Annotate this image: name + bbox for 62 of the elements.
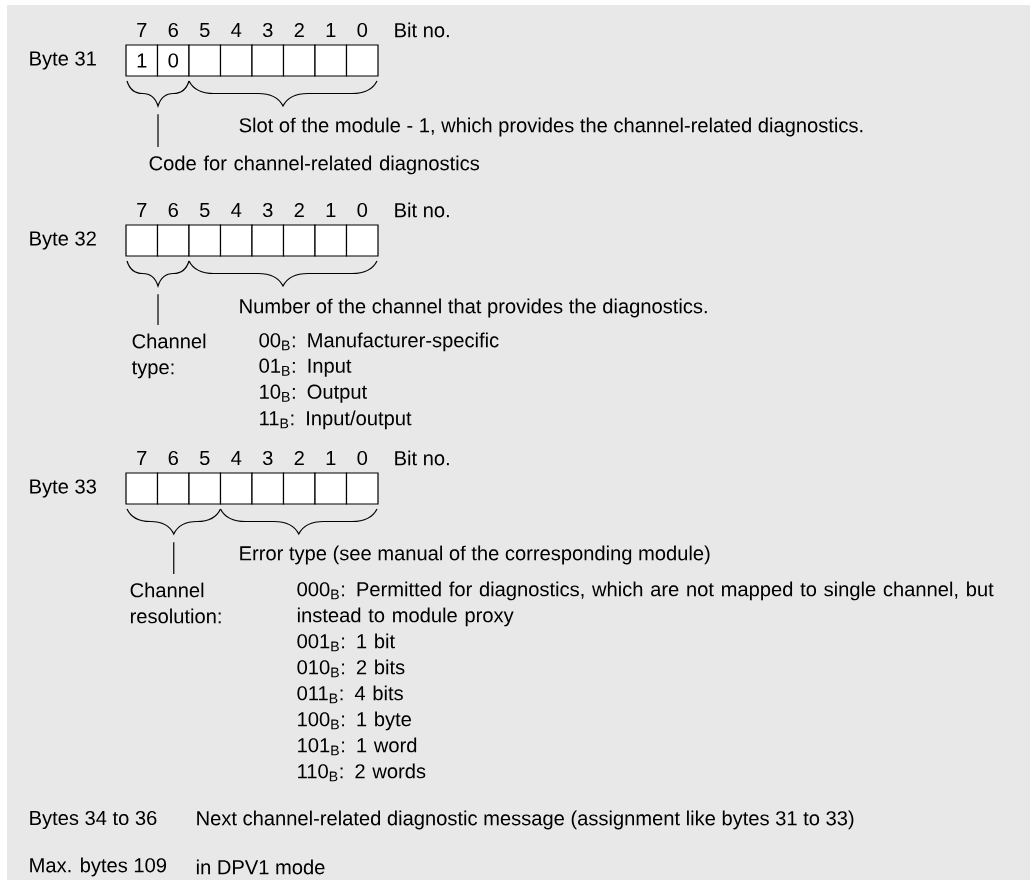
bit-number: 3 xyxy=(262,22,273,38)
bit-number: 6 xyxy=(168,22,178,38)
bit-number-caption: Bit no. xyxy=(395,22,449,38)
bit-number: 1 xyxy=(326,451,336,465)
bit-number: 3 xyxy=(262,202,273,218)
bit-number: 0 xyxy=(357,450,368,466)
leader-line xyxy=(157,293,159,326)
bit-number: 1 xyxy=(326,23,336,37)
bit-number: 0 xyxy=(357,22,368,38)
bit-number: 5 xyxy=(199,22,210,37)
bit-number: 2 xyxy=(294,23,304,38)
leader-line xyxy=(157,113,159,148)
bit-number: 7 xyxy=(137,451,147,465)
leader-line xyxy=(173,541,175,575)
field-description: Number of the channel that provides the diagnostics. xyxy=(240,298,707,318)
code-list-item: 00$_{B}$: Manufacturer-specific xyxy=(259,332,499,352)
byte-label: Byte 32 xyxy=(30,231,96,250)
brace xyxy=(219,508,378,535)
bit-number: 6 xyxy=(168,202,178,218)
code-list-item: 11$_{B}$: Input/output xyxy=(260,410,412,430)
byte-range-label: Max. bytes 109 xyxy=(30,857,167,877)
field-description: Next channel-related diagnostic message (assignment like bytes 31 to 33) xyxy=(197,810,854,830)
code-list-item: 000$_{B}$: Permitted for diagnostics, which are not mapped to single channel, but instead to module proxy xyxy=(297,581,994,627)
code-list-item: 110$_{B}$: 2 words xyxy=(298,763,426,782)
bit-number-caption: Bit no. xyxy=(395,202,449,218)
brace xyxy=(188,80,378,107)
code-list-item: 011$_{B}$: 4 bits xyxy=(297,685,403,704)
byte-label: Byte 33 xyxy=(30,479,96,498)
bit-number: 7 xyxy=(137,203,147,217)
field-description: Slot of the module - 1, which provides the channel-related diagnostics. xyxy=(239,117,863,137)
brace xyxy=(126,80,190,107)
field-name: Channel type: xyxy=(131,333,206,379)
brace xyxy=(126,508,222,535)
code-list-item: 010$_{B}$: 2 bits xyxy=(297,659,405,678)
brace xyxy=(126,260,190,287)
byte-label: Byte 31 xyxy=(30,51,96,70)
bit-number: 4 xyxy=(231,451,242,465)
field-description: in DPV1 mode xyxy=(196,859,325,875)
bit-number-caption: Bit no. xyxy=(395,450,449,466)
code-list-item: 001$_{B}$: 1 bit xyxy=(297,633,395,652)
bit-number: 2 xyxy=(294,450,304,466)
bit-number: 3 xyxy=(262,450,273,466)
bit-number: 0 xyxy=(357,202,368,218)
bit-number: 5 xyxy=(199,450,210,465)
bit-cell: 0 xyxy=(156,44,190,77)
brace xyxy=(188,260,378,287)
field-name: Channel resolution: xyxy=(130,582,221,624)
bit-number: 5 xyxy=(199,202,210,217)
bit-number: 4 xyxy=(231,203,242,217)
bit-number: 1 xyxy=(326,203,336,217)
code-list-item: 01$_{B}$: Input xyxy=(259,358,352,377)
bit-number: 2 xyxy=(294,203,304,218)
bit-number: 4 xyxy=(231,23,242,37)
field-name: Code for channel-related diagnostics xyxy=(149,155,480,175)
field-description: Error type (see manual of the corresponding module) xyxy=(240,545,710,565)
byte-range-label: Bytes 34 to 36 xyxy=(30,810,157,830)
code-list-item: 101$_{B}$: 1 word xyxy=(298,737,417,756)
bit-number: 7 xyxy=(137,23,147,37)
bit-cell: 1 xyxy=(125,44,159,77)
bit-number: 6 xyxy=(168,450,178,466)
code-list-item: 100$_{B}$: 1 byte xyxy=(298,711,411,731)
code-list-item: 10$_{B}$: Output xyxy=(260,384,367,403)
